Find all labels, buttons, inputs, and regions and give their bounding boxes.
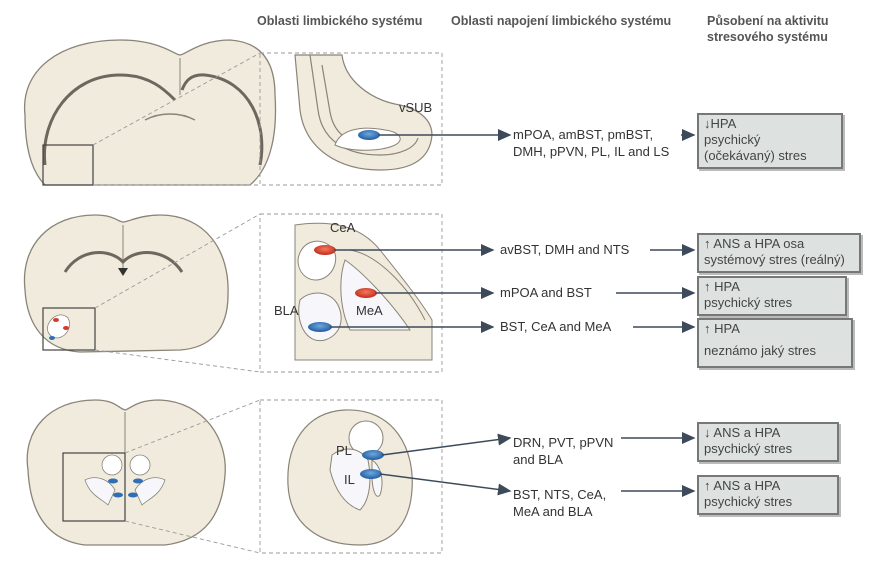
zoom-mpfc	[287, 409, 413, 546]
effect-line: psychický	[704, 132, 761, 147]
connection-line: BST, CeA and MeA	[500, 319, 612, 334]
connection-line: DRN, PVT, pPVN	[513, 435, 614, 450]
effect-box-cea: ↑ ANS a HPA osa systémový stres (reálný)	[697, 233, 861, 273]
connection-line: avBST, DMH and NTS	[500, 242, 630, 257]
effect-box-bla: ↑ HPA neznámo jaký stres	[697, 318, 853, 368]
label-il: IL	[344, 472, 355, 487]
connection-cea: avBST, DMH and NTS	[500, 241, 629, 258]
label-cea: CeA	[330, 220, 356, 235]
effect-line: ↑ ANS a HPA	[704, 478, 781, 493]
connection-bla: BST, CeA and MeA	[500, 318, 611, 335]
pl-nucleus	[362, 450, 384, 460]
brain-section-row1	[23, 39, 277, 186]
effect-line: ↑ ANS a HPA osa	[704, 236, 805, 251]
effect-line: ↓HPA	[704, 116, 737, 131]
header-stress-effect: Působení na aktivitu stresového systému	[707, 13, 857, 45]
header-limbic-areas: Oblasti limbického systému	[257, 14, 423, 28]
vsub-nucleus	[358, 130, 380, 140]
connection-il: BST, NTS, CeA, MeA and BLA	[513, 486, 606, 520]
connection-mea: mPOA and BST	[500, 284, 592, 301]
connection-pl: DRN, PVT, pPVN and BLA	[513, 434, 613, 468]
connection-vsub: mPOA, amBST, pmBST, DMH, pPVN, PL, IL an…	[513, 126, 669, 160]
label-vsub: vSUB	[399, 100, 432, 115]
label-mea: MeA	[356, 303, 383, 318]
effect-line: neznámo jaký stres	[704, 343, 816, 358]
connection-line: BST, NTS, CeA,	[513, 487, 607, 502]
effect-box-mea: ↑ HPA psychický stres	[697, 276, 847, 316]
mea-nucleus	[355, 288, 377, 298]
effect-line: ↑ HPA	[704, 279, 740, 294]
label-pl: PL	[336, 443, 352, 458]
effect-line: psychický stres	[704, 494, 793, 509]
effect-line: psychický stres	[704, 295, 793, 310]
zoom-vsub	[294, 54, 433, 171]
effect-line: systémový stres (reálný)	[704, 252, 845, 267]
header-connection-areas: Oblasti napojení limbického systému	[451, 14, 672, 28]
header-stress-effect-line2: stresového systému	[707, 30, 828, 44]
il-nucleus	[360, 469, 382, 479]
effect-box-il: ↑ ANS a HPA psychický stres	[697, 475, 839, 515]
effect-line: ↑ HPA	[704, 321, 740, 336]
effect-line: (očekávaný) stres	[704, 148, 807, 163]
effect-box-vsub: ↓HPA psychický (očekávaný) stres	[697, 113, 843, 169]
connection-line: mPOA and BST	[500, 285, 592, 300]
effect-line: psychický stres	[704, 441, 793, 456]
cea-nucleus	[314, 245, 336, 255]
connection-line: mPOA, amBST, pmBST,	[513, 127, 654, 142]
label-bla: BLA	[274, 303, 299, 318]
brain-section-row3	[26, 399, 226, 546]
connection-line: MeA and BLA	[513, 504, 593, 519]
header-stress-effect-line1: Působení na aktivitu	[707, 14, 829, 28]
connection-line: DMH, pPVN, PL, IL and LS	[513, 144, 670, 159]
effect-box-pl: ↓ ANS a HPA psychický stres	[697, 422, 839, 462]
connection-line: and BLA	[513, 452, 563, 467]
effect-line: ↓ ANS a HPA	[704, 425, 781, 440]
bla-nucleus	[308, 322, 332, 332]
brain-section-row2	[23, 214, 229, 353]
